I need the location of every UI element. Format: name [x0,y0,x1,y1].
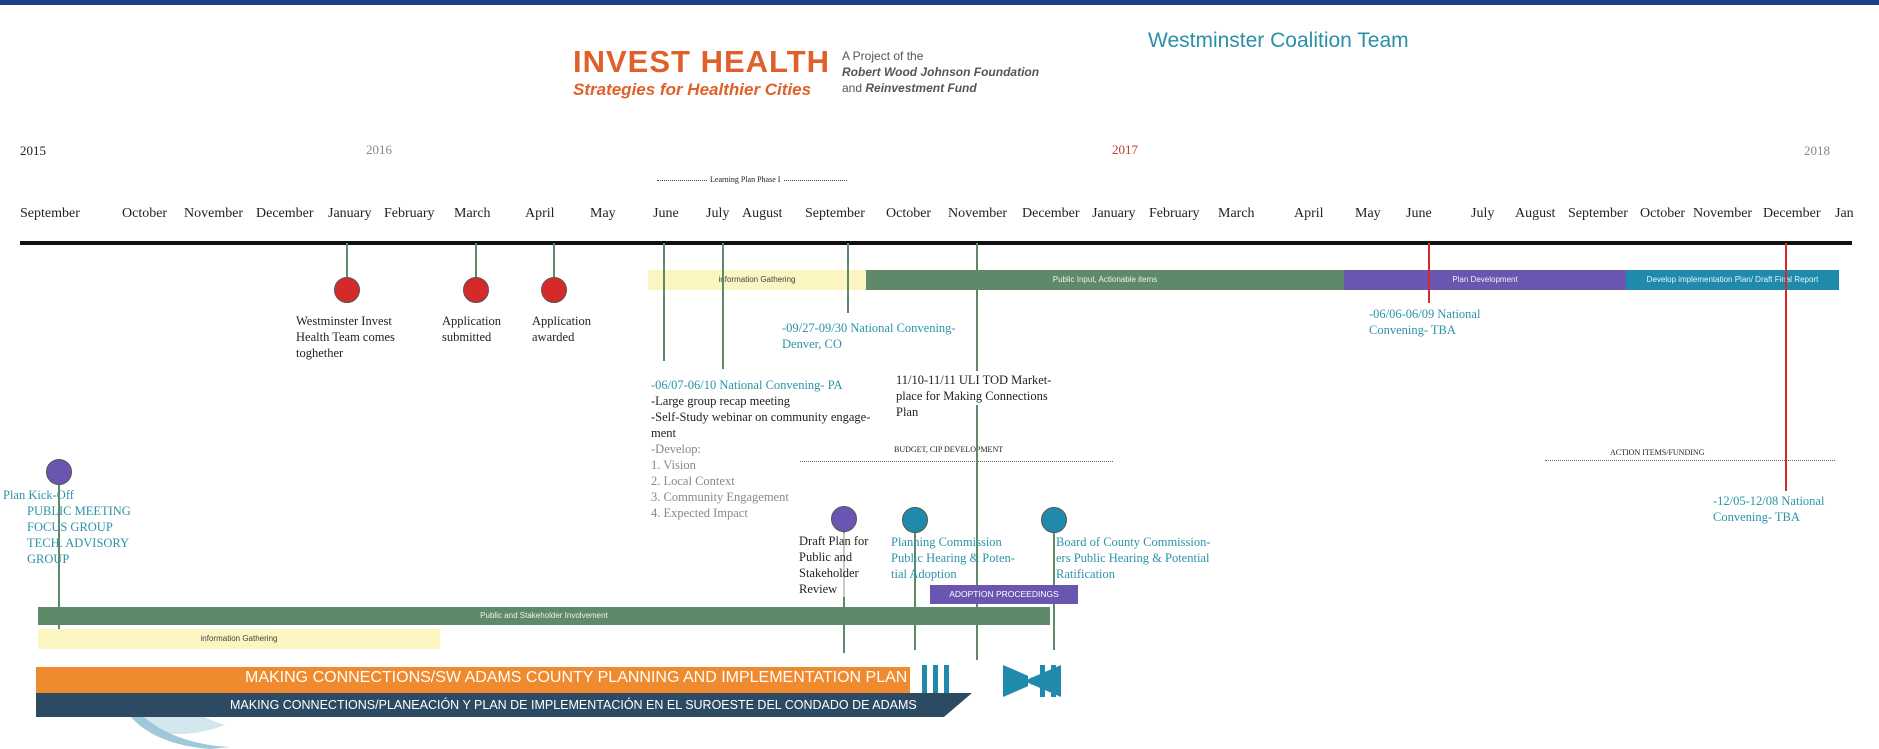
phase-label: Learning Plan Phase I [707,175,784,184]
action-items-label: ACTION ITEMS/FUNDING [1610,448,1705,457]
uli-line [976,405,978,660]
kickoff-title: Plan Kick-Off [3,488,74,502]
invest-health-tagline: Strategies for Healthier Cities [573,80,812,99]
month-label: December [256,206,314,221]
draft-review-dot [831,506,857,532]
june-2018-convening-note: -06/06-06/09 National Convening- TBA [1369,307,1481,337]
month-label: June [653,206,679,221]
project-credit-fund: Reinvestment Fund [865,81,977,95]
project-credit-line1: A Project of the [842,49,924,63]
timeline-axis [20,241,1852,245]
upper-info-gathering-band: information Gathering [648,270,866,290]
arrow-right-icon [1003,665,1040,697]
month-label: September [805,206,865,221]
banner-english-text: MAKING CONNECTIONS/SW ADAMS COUNTY PLANN… [245,669,908,686]
line-september-2016 [847,243,849,313]
team-title: Westminster Coalition Team [1148,29,1409,52]
action-items-dotted-line [1545,460,1835,461]
month-label: October [1640,206,1686,221]
invest-health-logo: INVEST HEALTH [573,44,830,79]
budget-label: BUDGET, CIP DEVELOPMENT [894,445,1004,454]
december-2018-convening-note: -12/05-12/08 National Convening- TBA [1713,494,1825,524]
month-label: July [706,206,730,221]
month-label: February [384,206,435,221]
milestone-dot-team [334,277,360,303]
planning-commission-dot [902,507,928,533]
month-label: October [886,206,932,221]
year-2017: 2017 [1112,142,1138,157]
bracket-mark-5 [1051,665,1056,697]
milestone-dot-awarded [541,277,567,303]
year-2016: 2016 [366,142,392,157]
month-label: December [1022,206,1080,221]
line-november-2016 [976,243,978,371]
banner-english-bar [36,667,910,693]
bracket-mark-1 [922,665,927,697]
planning-commission-line [914,520,916,650]
month-label: August [1515,206,1556,221]
month-label: May [590,206,616,221]
month-label: September [20,206,80,221]
final-report-band: Develop implementation Plan/ Draft Final… [1626,270,1839,290]
month-label: April [1294,206,1324,221]
project-credit: A Project of the Robert Wood Johnson Fou… [842,48,1039,96]
top-accent-bar [0,0,1879,5]
year-2015: 2015 [20,143,46,158]
application-awarded-label: Application awarded [532,314,592,344]
kickoff-line [58,470,60,630]
line-june-2016 [663,243,665,361]
lower-info-gathering-band: information Gathering [38,629,440,649]
adoption-proceedings-band: ADOPTION PROCEEDINGS [930,585,1078,604]
month-label: July [1471,206,1495,221]
month-label: Jan [1835,206,1854,221]
application-submitted-label: Application submitted [442,314,502,344]
month-label: November [184,206,244,221]
uli-marketplace-note: 11/10-11/11 ULI TOD Market- place for Ma… [896,373,1052,419]
kickoff-dot [46,459,72,485]
bracket-mark-2 [933,665,938,697]
milestone-dot-submitted [463,277,489,303]
public-input-band: Public Input, Actionable items [866,270,1344,290]
month-label: March [454,206,491,221]
month-label: April [525,206,555,221]
swoosh-accent [118,685,230,749]
banner-spanish-bar [36,693,972,717]
board-commission-label: Board of County Commission- ers Public H… [1056,535,1211,581]
month-label: January [328,206,372,221]
team-together-label: Westminster Invest Health Team comes tog… [296,314,395,360]
budget-dotted-line [800,461,1113,462]
month-label: November [1693,206,1753,221]
line-december-2018 [1785,243,1787,491]
month-label: December [1763,206,1821,221]
board-commission-dot [1041,507,1067,533]
kickoff-items: PUBLIC MEETING FOCUS GROUP TECH. ADVISOR… [27,504,131,566]
year-2018: 2018 [1804,143,1830,158]
month-label: January [1092,206,1136,221]
project-credit-and: and [842,81,863,95]
month-label: June [1406,206,1432,221]
line-april-2016 [553,243,555,283]
line-june-2018 [1428,243,1430,303]
denver-convening-note: -09/27-09/30 National Convening- Denver,… [782,321,956,351]
month-label: October [122,206,168,221]
banner-spanish-text: MAKING CONNECTIONS/PLANEACIÓN Y PLAN DE … [230,698,917,712]
bracket-mark-4 [1040,665,1045,697]
draft-plan-label: Draft Plan for Public and Stakeholder Re… [799,533,869,597]
month-label: February [1149,206,1200,221]
plan-development-band: Plan Development [1344,270,1626,290]
month-label: March [1218,206,1255,221]
month-label: August [742,206,783,221]
line-january-2016 [346,243,348,283]
stakeholder-involvement-band: Public and Stakeholder Involvement [38,607,1050,625]
line-july-2016 [722,243,724,369]
planning-commission-label: Planning Commission Public Hearing & Pot… [891,535,1015,581]
month-label: May [1355,206,1381,221]
line-march-2016 [475,243,477,283]
pa-convening-note: -06/07-06/10 National Convening- PA -Lar… [651,378,871,520]
project-credit-foundation: Robert Wood Johnson Foundation [842,65,1040,79]
bracket-mark-3 [944,665,949,697]
month-label: September [1568,206,1628,221]
month-label: November [948,206,1008,221]
